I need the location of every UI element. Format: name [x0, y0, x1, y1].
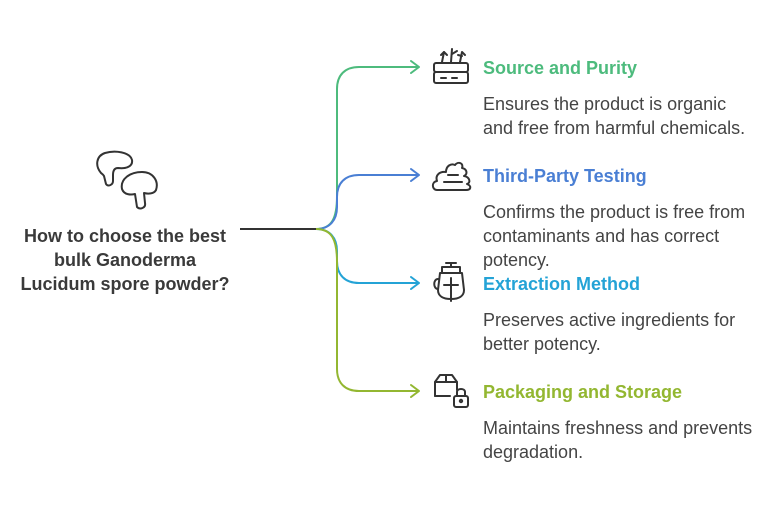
branch-description-extraction-method: Preserves active ingredients for better … — [483, 310, 736, 354]
arrowhead-extraction — [410, 276, 420, 290]
branch-connector-source — [315, 66, 418, 230]
central-question: How to choose the best bulk Ganoderma Lu… — [20, 226, 230, 294]
branch-title-extraction-method: Extraction Method — [483, 274, 641, 294]
arrowhead-testing — [410, 168, 420, 182]
arrowhead-packaging — [410, 384, 420, 398]
locked-box-icon — [434, 374, 469, 408]
soil-sprout-icon — [433, 48, 469, 84]
sample-pile-icon — [431, 161, 472, 191]
branch-connector-packaging — [315, 228, 418, 392]
branch-title-third-party-testing: Third-Party Testing — [483, 166, 647, 186]
branch-connector-testing — [315, 174, 418, 230]
arrowhead-source — [410, 60, 420, 74]
branch-description-source-purity: Ensures the product is organic and free … — [483, 94, 746, 138]
branch-description-packaging-storage: Maintains freshness and prevents degrada… — [483, 418, 753, 462]
mushroom-icon — [96, 150, 158, 210]
extractor-icon — [433, 262, 465, 302]
branch-title-packaging-storage: Packaging and Storage — [483, 382, 683, 402]
branch-title-source-purity: Source and Purity — [483, 58, 638, 78]
branch-description-third-party-testing: Confirms the product is free from contam… — [483, 202, 746, 270]
